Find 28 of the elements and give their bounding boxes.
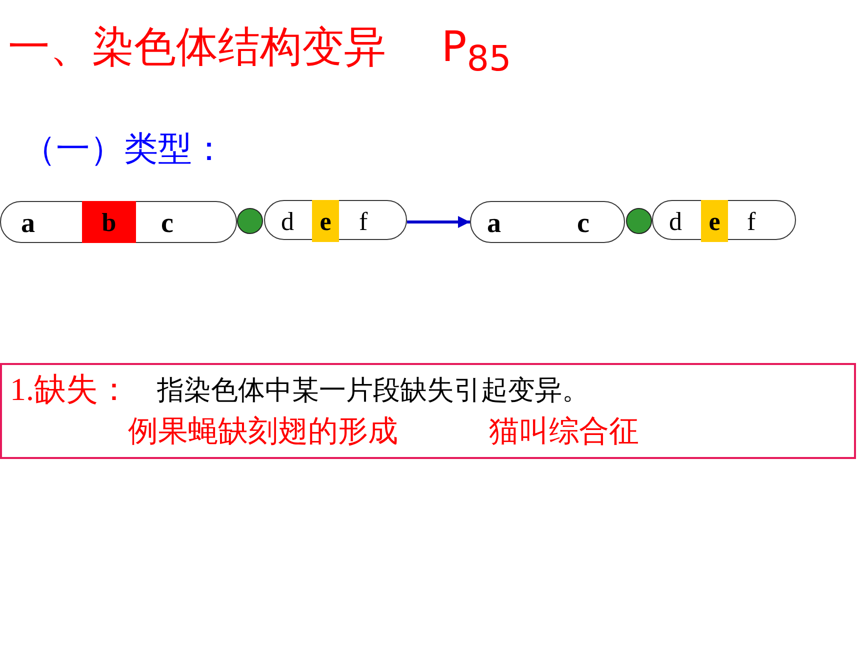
definition-box [0,363,856,459]
centromere-circle [237,208,263,234]
gene-letter: d [669,209,682,235]
arrow [407,216,470,228]
gene-band [82,201,136,243]
gene-letter: f [359,209,368,235]
gene-band [701,200,728,242]
example-text: 例果蝇缺刻翅的形成 [128,417,398,447]
gene-letter: a [21,210,35,238]
gene-letter: b [100,210,118,236]
slide-title: 一、染色体结构变异 P$_{85}$ [8,22,512,80]
gene-letter: c [577,210,590,238]
gene-letter: f [747,209,756,235]
gene-letter: a [487,210,501,238]
chromosome-arm [0,201,237,243]
chromosome-arm [652,200,796,240]
gene-letter: e [708,209,722,235]
chromosome-arm [470,201,625,243]
section-heading: （一）类型： [22,132,226,166]
gene-letter: d [281,209,294,235]
definition-text: 指染色体中某一片段缺失引起变异。 [157,377,589,404]
centromere-circle [626,208,652,234]
chromosome-arm [264,200,407,240]
term-heading: 1.缺失： [10,373,130,405]
gene-band [312,200,339,242]
gene-letter: c [161,210,174,238]
example-text: 猫叫综合征 [489,417,639,447]
gene-letter: e [318,209,332,235]
